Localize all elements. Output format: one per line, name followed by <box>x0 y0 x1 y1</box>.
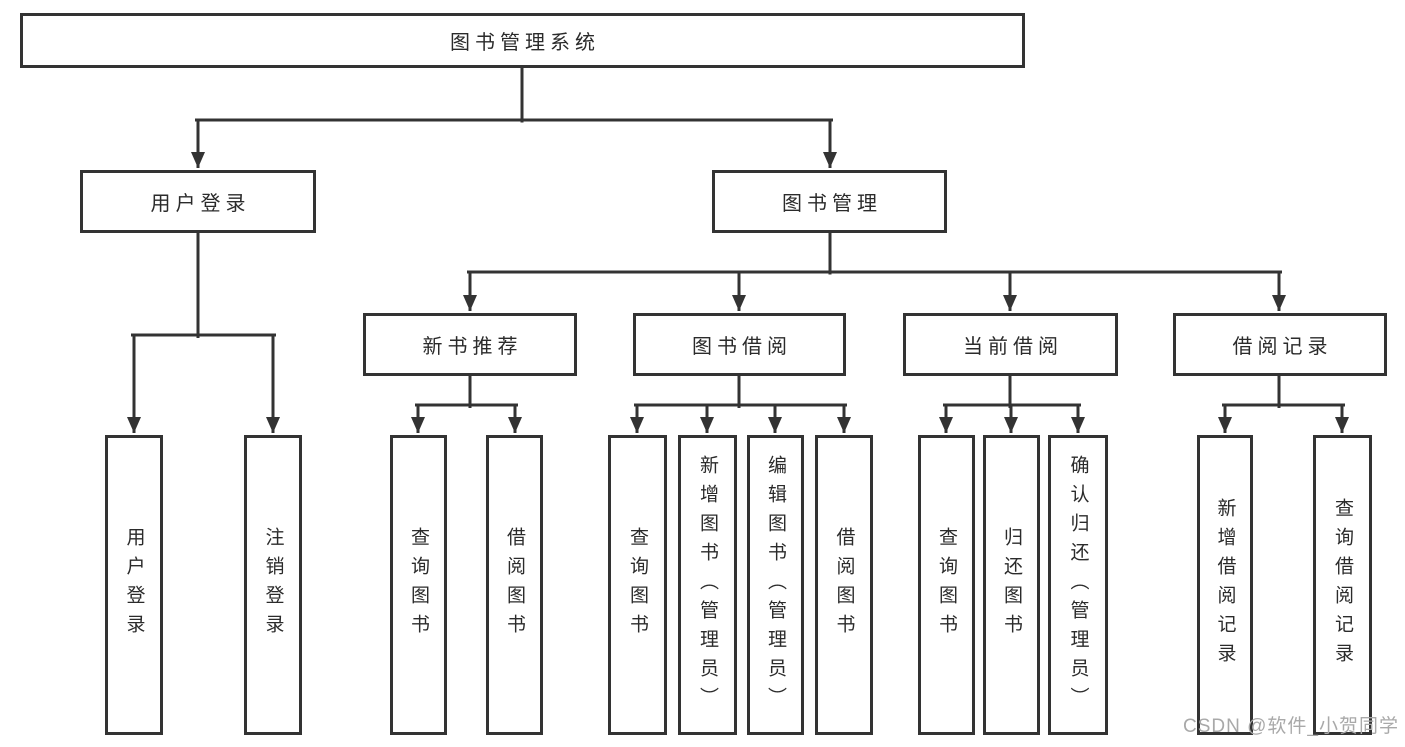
node-leaf-query-books-2: 查询图书 <box>608 435 667 735</box>
node-current-borrowing: 当前借阅 <box>903 313 1118 376</box>
node-label: 查询图书 <box>627 527 648 643</box>
node-leaf-add-borrow-record: 新增借阅记录 <box>1197 435 1253 735</box>
node-label: 归还图书 <box>1001 527 1022 643</box>
node-leaf-query-books-1: 查询图书 <box>390 435 447 735</box>
csdn-watermark: CSDN @软件_小贺同学 <box>1183 716 1399 737</box>
node-label: 新书推荐 <box>422 336 523 358</box>
node-leaf-logout: 注销登录 <box>244 435 302 735</box>
node-label: 新增图书（管理员） <box>697 454 718 716</box>
node-label: 确认归还（管理员） <box>1067 454 1089 716</box>
node-leaf-add-books-admin: 新增图书（管理员） <box>678 435 737 735</box>
node-label: 图书管理 <box>782 193 882 215</box>
node-leaf-borrow-books-1: 借阅图书 <box>486 435 543 735</box>
node-label: 图书管理系统 <box>450 32 600 54</box>
node-label: 借阅图书 <box>504 527 525 643</box>
node-leaf-borrow-books-2: 借阅图书 <box>815 435 873 735</box>
node-root-library-system: 图书管理系统 <box>20 13 1025 68</box>
node-label: 用户登录 <box>150 193 251 215</box>
node-user-login: 用户登录 <box>80 170 316 233</box>
node-leaf-query-books-3: 查询图书 <box>918 435 975 735</box>
node-label: 编辑图书（管理员） <box>765 454 786 716</box>
node-book-management: 图书管理 <box>712 170 947 233</box>
node-borrowing-records: 借阅记录 <box>1173 313 1387 376</box>
node-label: 查询图书 <box>936 527 957 643</box>
node-leaf-confirm-return-admin: 确认归还（管理员） <box>1048 435 1108 735</box>
node-label: 借阅图书 <box>833 527 855 643</box>
node-leaf-return-books: 归还图书 <box>983 435 1040 735</box>
node-book-borrowing: 图书借阅 <box>633 313 846 376</box>
node-label: 用户登录 <box>123 527 145 643</box>
node-leaf-query-borrow-record: 查询借阅记录 <box>1313 435 1372 735</box>
node-new-book-recommendation: 新书推荐 <box>363 313 577 376</box>
node-label: 图书借阅 <box>692 336 792 358</box>
node-label: 借阅记录 <box>1232 336 1333 358</box>
node-leaf-user-login: 用户登录 <box>105 435 163 735</box>
node-label: 注销登录 <box>262 527 284 643</box>
node-label: 查询借阅记录 <box>1332 498 1353 672</box>
node-label: 查询图书 <box>408 527 429 643</box>
node-leaf-edit-books-admin: 编辑图书（管理员） <box>747 435 804 735</box>
node-label: 新增借阅记录 <box>1214 498 1236 672</box>
node-label: 当前借阅 <box>963 336 1063 358</box>
